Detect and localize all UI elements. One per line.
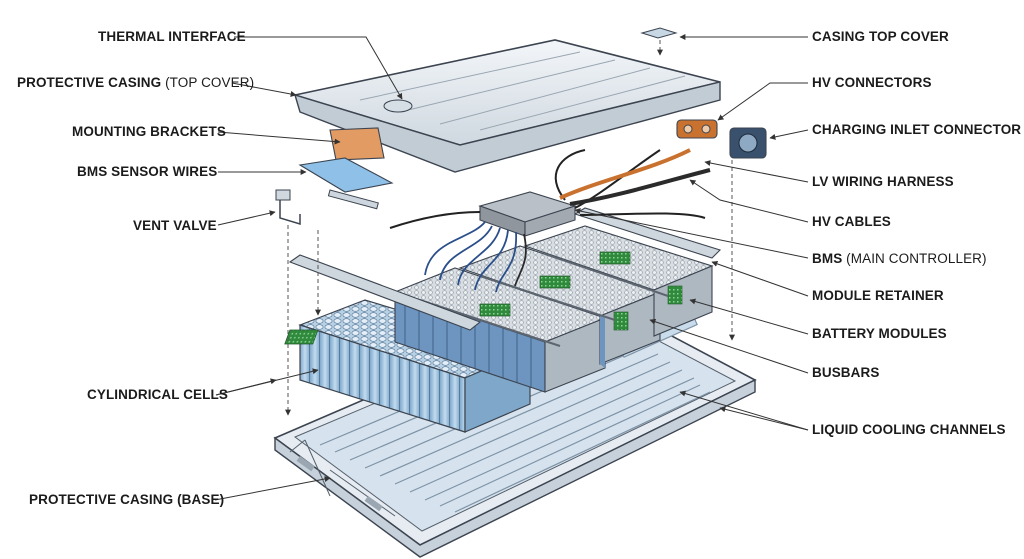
battery-modules (393, 225, 714, 393)
label-protective-casing-base: PROTECTIVE CASING (BASE) (29, 492, 225, 507)
label-hv-cables: HV CABLES (812, 214, 891, 229)
vent-valve (275, 189, 301, 226)
module-retainer (288, 207, 722, 331)
label-bms-sensor-wires: BMS SENSOR WIRES (77, 164, 218, 179)
label-battery-modules: BATTERY MODULES (812, 326, 947, 341)
label-liquid-cooling-channels: LIQUID COOLING CHANNELS (812, 422, 1006, 437)
protective-casing-top-cover (293, 39, 721, 173)
mounting-brackets (327, 127, 385, 210)
charging-inlet-connector (729, 127, 767, 159)
assembly-guides (285, 40, 735, 416)
bms-sensor-wires (424, 221, 527, 293)
label-busbars: BUSBARS (812, 365, 880, 380)
hv-cables (559, 148, 711, 206)
label-bms-main-controller: BMS (MAIN CONTROLLER) (812, 251, 987, 266)
hv-connectors (676, 119, 718, 139)
label-lv-wiring-harness: LV WIRING HARNESS (812, 174, 954, 189)
label-thermal-interface: THERMAL INTERFACE (98, 29, 246, 44)
label-hv-connectors: HV CONNECTORS (812, 75, 932, 90)
leader-lines (214, 34, 809, 501)
thermal-interface-pad (298, 157, 394, 193)
busbars (419, 253, 669, 347)
label-cylindrical-cells: CYLINDRICAL CELLS (87, 387, 228, 402)
label-mounting-brackets: MOUNTING BRACKETS (72, 124, 226, 139)
label-charging-inlet-connector: CHARGING INLET CONNECTOR (812, 122, 1022, 137)
label-casing-top-cover: CASING TOP COVER (812, 29, 949, 44)
label-vent-valve: VENT VALVE (133, 218, 217, 233)
label-protective-casing-top-cover: PROTECTIVE CASING (TOP COVER) (17, 75, 255, 90)
label-module-retainer: MODULE RETAINER (812, 288, 944, 303)
casing-top-cover-small (640, 27, 678, 39)
bms-main-controller (478, 191, 577, 237)
